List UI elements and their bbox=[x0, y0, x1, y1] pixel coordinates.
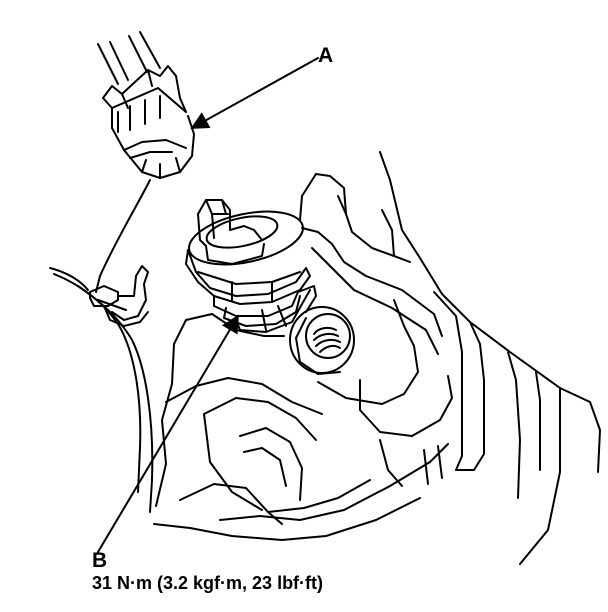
harness-cable bbox=[97, 31, 161, 85]
wire-clip bbox=[89, 265, 149, 327]
transmission-housing bbox=[153, 151, 601, 565]
leader-line-a bbox=[190, 57, 319, 129]
connector-a bbox=[102, 65, 195, 179]
callout-label-a: A bbox=[318, 44, 334, 67]
sensor-b bbox=[185, 199, 317, 333]
threaded-port bbox=[289, 306, 355, 375]
callout-label-b: B bbox=[92, 549, 108, 572]
torque-spec: 31 N·m (3.2 kgf·m, 23 lbf·ft) bbox=[92, 573, 324, 593]
sensor-wire bbox=[49, 179, 154, 513]
leader-line-b bbox=[97, 314, 239, 553]
